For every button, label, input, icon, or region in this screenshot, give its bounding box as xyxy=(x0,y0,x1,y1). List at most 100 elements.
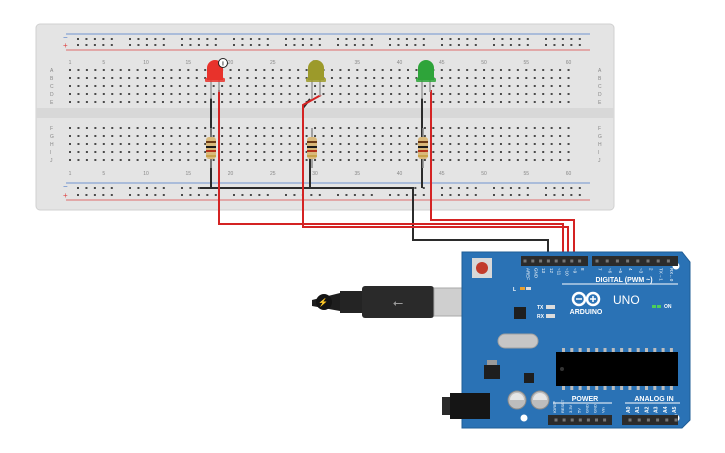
rail-hole[interactable] xyxy=(449,44,452,46)
breadboard-hole[interactable] xyxy=(440,135,443,137)
digital-pin-hole[interactable] xyxy=(546,259,550,263)
breadboard-hole[interactable] xyxy=(474,93,477,95)
breadboard-hole[interactable] xyxy=(111,69,114,71)
breadboard-hole[interactable] xyxy=(499,69,502,71)
breadboard-hole[interactable] xyxy=(187,127,190,129)
rail-hole[interactable] xyxy=(457,38,460,40)
breadboard-hole[interactable] xyxy=(102,101,105,103)
breadboard-hole[interactable] xyxy=(102,127,105,129)
breadboard-hole[interactable] xyxy=(136,143,139,145)
breadboard-hole[interactable] xyxy=(119,135,122,137)
rail-hole[interactable] xyxy=(266,38,269,40)
rail-hole[interactable] xyxy=(414,44,417,46)
breadboard-hole[interactable] xyxy=(339,151,342,153)
breadboard-hole[interactable] xyxy=(69,93,71,95)
breadboard-hole[interactable] xyxy=(297,101,300,103)
breadboard-hole[interactable] xyxy=(516,85,519,87)
breadboard-hole[interactable] xyxy=(77,127,80,129)
breadboard-hole[interactable] xyxy=(466,69,469,71)
breadboard-hole[interactable] xyxy=(204,69,207,71)
breadboard-hole[interactable] xyxy=(145,127,148,129)
rail-hole[interactable] xyxy=(301,44,304,46)
breadboard-hole[interactable] xyxy=(559,85,562,87)
breadboard-hole[interactable] xyxy=(280,135,283,137)
breadboard-hole[interactable] xyxy=(339,143,342,145)
breadboard-hole[interactable] xyxy=(356,69,359,71)
breadboard-hole[interactable] xyxy=(305,77,308,79)
breadboard-hole[interactable] xyxy=(440,85,443,87)
rail-hole[interactable] xyxy=(206,38,209,40)
breadboard-hole[interactable] xyxy=(457,69,460,71)
breadboard-hole[interactable] xyxy=(449,77,452,79)
rail-hole[interactable] xyxy=(397,44,400,46)
breadboard-hole[interactable] xyxy=(145,159,148,161)
rail-hole[interactable] xyxy=(77,194,79,196)
breadboard[interactable]: − + − + 11551010151520202525303035354040… xyxy=(35,23,615,211)
breadboard-hole[interactable] xyxy=(499,93,502,95)
breadboard-hole[interactable] xyxy=(85,77,88,79)
breadboard-hole[interactable] xyxy=(330,127,333,129)
breadboard-hole[interactable] xyxy=(525,127,528,129)
breadboard-hole[interactable] xyxy=(483,85,486,87)
breadboard-hole[interactable] xyxy=(364,69,367,71)
breadboard-hole[interactable] xyxy=(533,69,536,71)
breadboard-hole[interactable] xyxy=(407,159,409,161)
rail-hole[interactable] xyxy=(93,44,96,46)
breadboard-hole[interactable] xyxy=(271,77,274,79)
rail-hole[interactable] xyxy=(422,44,425,46)
breadboard-hole[interactable] xyxy=(178,69,181,71)
breadboard-hole[interactable] xyxy=(533,159,536,161)
breadboard-hole[interactable] xyxy=(238,101,240,103)
breadboard-hole[interactable] xyxy=(288,151,291,153)
breadboard-hole[interactable] xyxy=(128,159,131,161)
breadboard-hole[interactable] xyxy=(457,127,460,129)
breadboard-hole[interactable] xyxy=(483,93,486,95)
breadboard-hole[interactable] xyxy=(238,85,240,87)
breadboard-hole[interactable] xyxy=(457,77,460,79)
rail-hole[interactable] xyxy=(206,194,209,196)
breadboard-hole[interactable] xyxy=(161,101,164,103)
breadboard-hole[interactable] xyxy=(339,93,342,95)
breadboard-hole[interactable] xyxy=(508,101,511,103)
rail-hole[interactable] xyxy=(474,44,477,46)
rail-hole[interactable] xyxy=(85,187,88,189)
rail-hole[interactable] xyxy=(501,187,504,189)
breadboard-hole[interactable] xyxy=(542,69,545,71)
breadboard-hole[interactable] xyxy=(246,93,249,95)
breadboard-hole[interactable] xyxy=(432,135,435,137)
breadboard-hole[interactable] xyxy=(254,135,257,137)
breadboard-hole[interactable] xyxy=(69,127,71,129)
breadboard-hole[interactable] xyxy=(288,135,291,137)
breadboard-hole[interactable] xyxy=(119,151,122,153)
breadboard-hole[interactable] xyxy=(567,77,570,79)
breadboard-hole[interactable] xyxy=(238,159,240,161)
breadboard-hole[interactable] xyxy=(102,77,105,79)
breadboard-hole[interactable] xyxy=(533,127,536,129)
breadboard-hole[interactable] xyxy=(491,143,494,145)
breadboard-hole[interactable] xyxy=(305,127,308,129)
breadboard-hole[interactable] xyxy=(263,101,266,103)
breadboard-hole[interactable] xyxy=(330,93,333,95)
breadboard-hole[interactable] xyxy=(542,101,545,103)
rail-hole[interactable] xyxy=(561,187,564,189)
rail-hole[interactable] xyxy=(509,194,512,196)
rail-hole[interactable] xyxy=(337,44,339,46)
rail-hole[interactable] xyxy=(293,44,296,46)
breadboard-hole[interactable] xyxy=(85,69,88,71)
breadboard-hole[interactable] xyxy=(297,159,300,161)
breadboard-hole[interactable] xyxy=(516,93,519,95)
breadboard-hole[interactable] xyxy=(195,159,198,161)
breadboard-hole[interactable] xyxy=(567,127,570,129)
breadboard-hole[interactable] xyxy=(204,127,207,129)
breadboard-hole[interactable] xyxy=(516,143,519,145)
breadboard-hole[interactable] xyxy=(204,101,207,103)
rail-hole[interactable] xyxy=(206,44,209,46)
breadboard-hole[interactable] xyxy=(373,101,376,103)
rail-hole[interactable] xyxy=(249,38,252,40)
breadboard-hole[interactable] xyxy=(466,143,469,145)
breadboard-hole[interactable] xyxy=(246,127,249,129)
breadboard-hole[interactable] xyxy=(153,151,156,153)
rail-hole[interactable] xyxy=(285,38,287,40)
breadboard-hole[interactable] xyxy=(128,85,131,87)
breadboard-hole[interactable] xyxy=(288,101,291,103)
